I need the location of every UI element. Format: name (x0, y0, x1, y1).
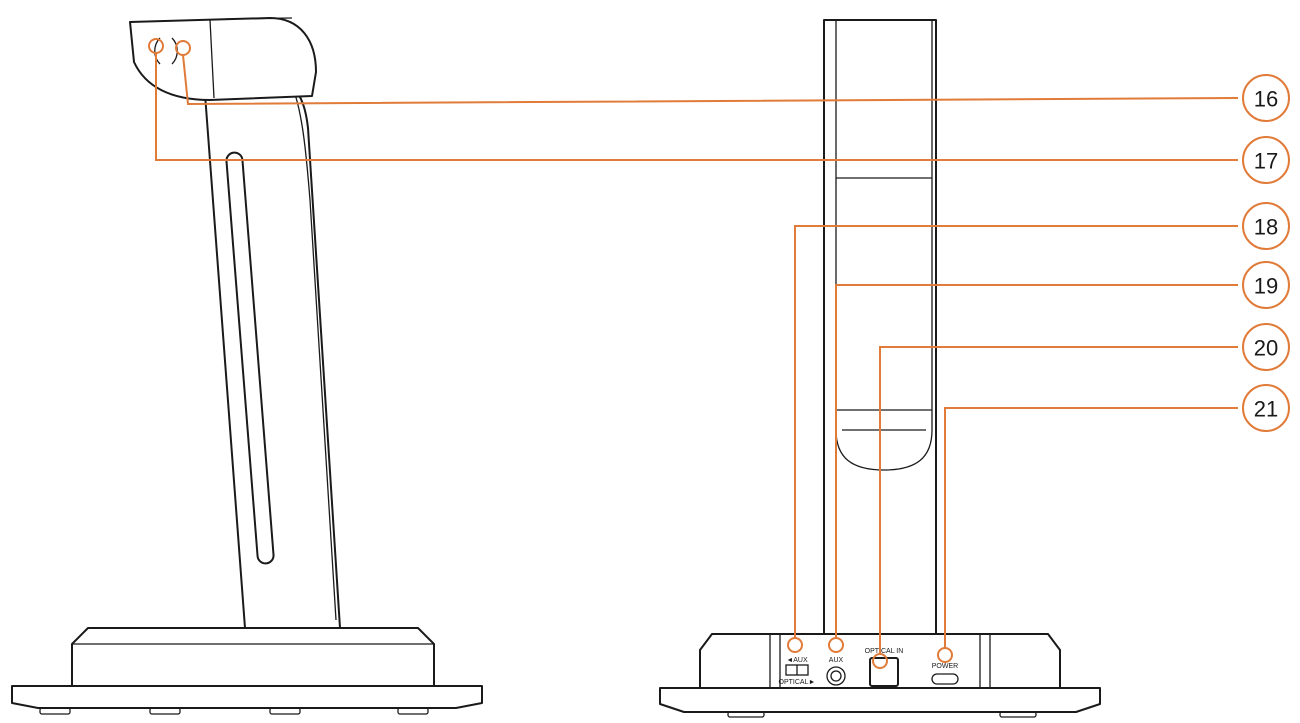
callout-badges: 16 17 18 19 20 21 (1242, 74, 1290, 432)
callout-badge-16: 16 (1242, 74, 1290, 122)
svg-text:20: 20 (1254, 336, 1278, 361)
leader-17 (155, 53, 1238, 161)
side-foot (39, 707, 71, 715)
optical-in-port: OPTICAL IN (865, 648, 904, 687)
side-base-plate (11, 685, 483, 709)
callout-badge-20: 20 (1242, 323, 1290, 371)
side-foot (397, 707, 429, 715)
power-label: POWER (932, 663, 958, 670)
leader-16 (182, 54, 1239, 106)
side-post-slot (225, 151, 275, 565)
leader-19 (835, 284, 1238, 638)
aux-jack: AUX (826, 657, 846, 686)
power-port: POWER (931, 663, 959, 685)
callout-leaders (155, 53, 1239, 654)
callout-badge-21: 21 (1242, 384, 1290, 432)
leader-21 (944, 407, 1238, 648)
svg-text:16: 16 (1254, 87, 1278, 112)
rear-view: ◄AUX OPTICAL► AUX OPTICAL IN POWER (659, 19, 1101, 718)
side-foot (269, 707, 301, 715)
switch-aux-label: ◄AUX (786, 657, 808, 664)
rear-base-plate (659, 687, 1101, 713)
leader-18 (794, 225, 1238, 638)
side-base-block (71, 627, 435, 687)
svg-text:21: 21 (1254, 397, 1278, 422)
svg-text:19: 19 (1254, 274, 1278, 299)
side-view (11, 17, 483, 715)
leader-20 (879, 346, 1238, 654)
svg-text:18: 18 (1254, 215, 1278, 240)
aux-optical-switch: ◄AUX OPTICAL► (779, 657, 816, 686)
optical-in-label: OPTICAL IN (865, 648, 904, 655)
svg-text:17: 17 (1254, 149, 1278, 174)
side-foot (149, 707, 181, 715)
aux-label: AUX (829, 657, 844, 664)
side-head (129, 17, 317, 101)
callout-badge-19: 19 (1242, 261, 1290, 309)
callout-badge-18: 18 (1242, 202, 1290, 250)
switch-optical-label: OPTICAL► (779, 679, 816, 686)
callout-badge-17: 17 (1242, 136, 1290, 184)
